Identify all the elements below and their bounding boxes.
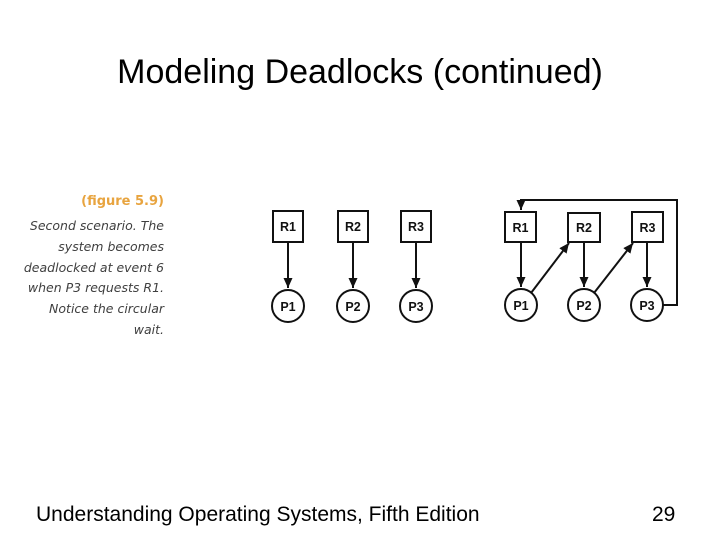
process-label: P2	[576, 299, 591, 313]
process-node-p3	[630, 288, 664, 322]
resource-label: R1	[513, 221, 529, 235]
resource-graph-before-deadlock: R1 R2 R3 P1 P2 P3	[271, 210, 433, 323]
caption-line: Notice the circular wait.	[49, 301, 164, 337]
figure-number-label: (figure 5.9)	[81, 194, 164, 209]
process-label: P2	[345, 300, 360, 314]
request-arrow-p2-r3	[593, 242, 634, 294]
footer-page-number: 29	[652, 503, 676, 526]
resource-label: R2	[576, 221, 592, 235]
caption-line: deadlocked at event 6	[23, 259, 164, 275]
process-node-p3	[399, 289, 433, 323]
request-arrow-p3-r1	[516, 199, 678, 306]
resource-graph-circular-wait: R1 R2 R3 P1 P2 P3	[504, 199, 678, 322]
process-label: P1	[280, 300, 295, 314]
process-label: P3	[408, 300, 423, 314]
process-label: P3	[639, 299, 654, 313]
resource-label: R3	[640, 221, 656, 235]
process-node-p2	[567, 288, 601, 322]
process-node-p1	[271, 289, 305, 323]
caption-line: when P3 requests R1.	[27, 280, 164, 296]
process-label: P1	[513, 299, 528, 313]
request-arrow-p1-r2	[530, 242, 570, 294]
caption-line: Second scenario. The	[29, 218, 164, 233]
caption-line: system becomes	[58, 238, 164, 254]
resource-label: R3	[408, 220, 424, 234]
slide-title: Modeling Deadlocks (continued)	[117, 53, 603, 91]
figure-caption: (figure 5.9) Second scenario. The system…	[18, 194, 164, 341]
resource-label: R2	[345, 220, 361, 234]
process-node-p1	[504, 288, 538, 322]
footer-book-title: Understanding Operating Systems, Fifth E…	[36, 503, 480, 526]
process-node-p2	[336, 289, 370, 323]
resource-label: R1	[280, 220, 296, 234]
resource-node-r2	[567, 212, 601, 243]
